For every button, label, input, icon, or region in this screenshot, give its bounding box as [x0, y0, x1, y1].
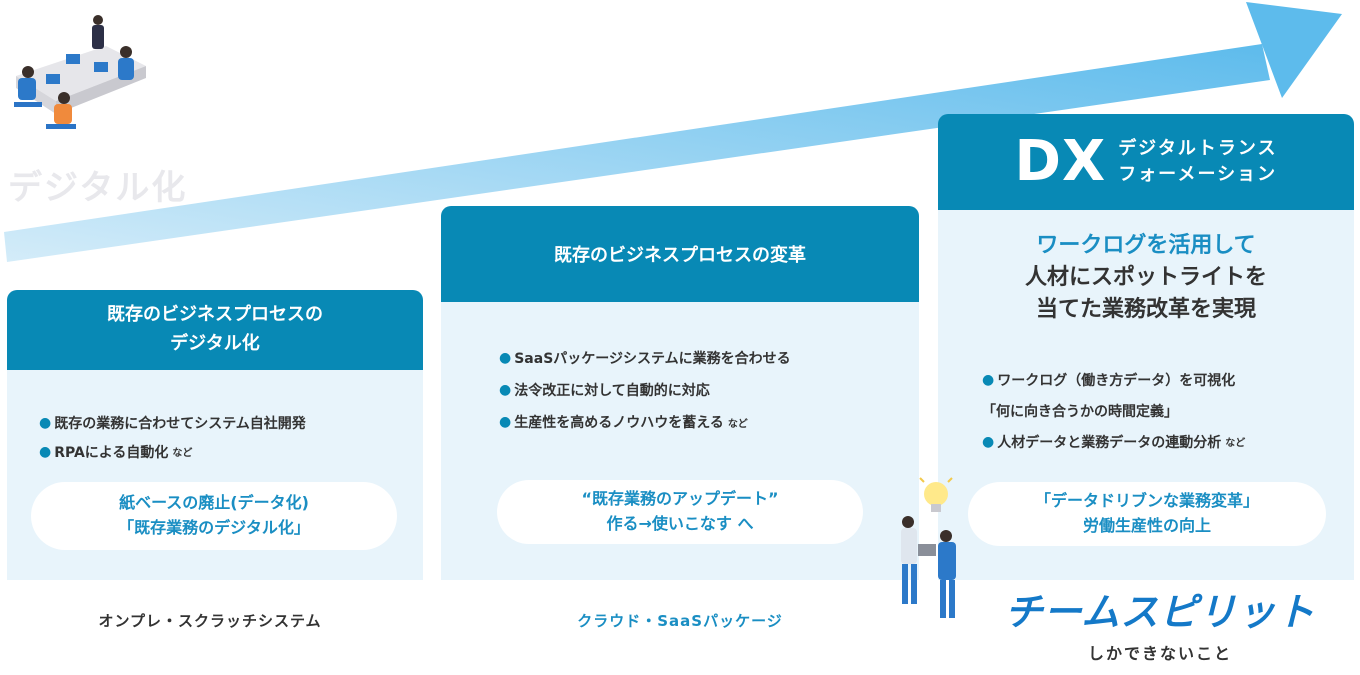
- arrow-dx-label: DX: [938, 6, 1021, 64]
- column-dx: DX デジタルトランス フォーメーション ワークログを活用して 人材にスポットラ…: [938, 114, 1354, 580]
- list-item: ●ワークログ（働き方データ）を可視化: [982, 371, 1236, 389]
- bullet-dot-icon: ●: [499, 414, 512, 430]
- column1-header: 既存のビジネスプロセスの デジタル化: [7, 290, 423, 370]
- column1-outcome-pill: 紙ベースの廃止(データ化) 「既存業務のデジタル化」: [31, 482, 397, 550]
- column2-header: 既存のビジネスプロセスの変革: [441, 206, 919, 302]
- column1-bullet-list: ●既存の業務に合わせてシステム自社開発 ●RPAによる自動化など: [39, 408, 306, 466]
- list-item: ●法令改正に対して自動的に対応: [499, 382, 710, 399]
- list-item: ●生産性を高めるノウハウを蓄えるなど: [499, 414, 748, 431]
- growth-arrow: [4, 2, 1342, 262]
- people-lightbulb-illustration: [901, 477, 956, 618]
- column3-bullet-list: ●ワークログ（働き方データ）を可視化 「何に向き合うかの時間定義」 ●人材データ…: [982, 364, 1245, 457]
- list-item: ●RPAによる自動化など: [39, 443, 193, 461]
- brand-tagline: しかできないこと: [1087, 643, 1232, 663]
- column3-outcome-pill: 「データドリブンな業務変革」 労働生産性の向上: [968, 482, 1326, 546]
- dx-subtitle: デジタルトランス フォーメーション: [1118, 137, 1278, 185]
- dx-title: DX: [1014, 129, 1107, 194]
- bullet-dot-icon: ●: [499, 350, 512, 366]
- column2-caption: クラウド・SaaSパッケージ: [577, 612, 783, 630]
- brand-block: チームスピリット しかできないこと: [1000, 590, 1320, 664]
- bullet-dot-icon: ●: [499, 382, 512, 398]
- column2-outcome-pill: “既存業務のアップデート” 作る→使いこなす へ: [497, 480, 863, 544]
- arrow-shaft: [4, 44, 1270, 262]
- column1-caption: オンプレ・スクラッチシステム: [98, 612, 322, 630]
- bullet-dot-icon: ●: [39, 443, 52, 460]
- teamspirit-logo: チームスピリット: [1004, 590, 1316, 634]
- office-workers-illustration: [14, 15, 146, 129]
- list-item: ●人材データと業務データの連動分析など: [982, 433, 1246, 451]
- column1-header-line2: デジタル化: [170, 333, 260, 354]
- arrow-head: [1246, 2, 1342, 98]
- bullet-dot-icon: ●: [982, 371, 995, 388]
- list-item: ●既存の業務に合わせてシステム自社開発: [39, 414, 306, 432]
- list-item: ●SaaSパッケージシステムに業務を合わせる: [499, 350, 791, 367]
- column2-bullet-list: ●SaaSパッケージシステムに業務を合わせる ●法令改正に対して自動的に対応 ●…: [499, 342, 791, 438]
- column-transformation: 既存のビジネスプロセスの変革 ●SaaSパッケージシステムに業務を合わせる ●法…: [441, 206, 919, 580]
- column3-header: DX デジタルトランス フォーメーション: [938, 114, 1354, 210]
- bullet-dot-icon: ●: [982, 433, 995, 450]
- column1-body: ●既存の業務に合わせてシステム自社開発 ●RPAによる自動化など 紙ベースの廃止…: [7, 370, 423, 580]
- digitalization-label: デジタル化: [8, 168, 188, 208]
- bullet-dot-icon: ●: [39, 414, 52, 431]
- column3-body: ワークログを活用して 人材にスポットライトを 当てた業務改革を実現 ●ワークログ…: [938, 210, 1354, 580]
- column1-header-line1: 既存のビジネスプロセスの: [107, 304, 323, 326]
- list-item-continuation: 「何に向き合うかの時間定義」: [982, 403, 1178, 420]
- column-digitalization: 既存のビジネスプロセスの デジタル化 ●既存の業務に合わせてシステム自社開発 ●…: [7, 290, 423, 580]
- column2-body: ●SaaSパッケージシステムに業務を合わせる ●法令改正に対して自動的に対応 ●…: [441, 302, 919, 580]
- column3-headline: ワークログを活用して 人材にスポットライトを 当てた業務改革を実現: [1024, 233, 1267, 322]
